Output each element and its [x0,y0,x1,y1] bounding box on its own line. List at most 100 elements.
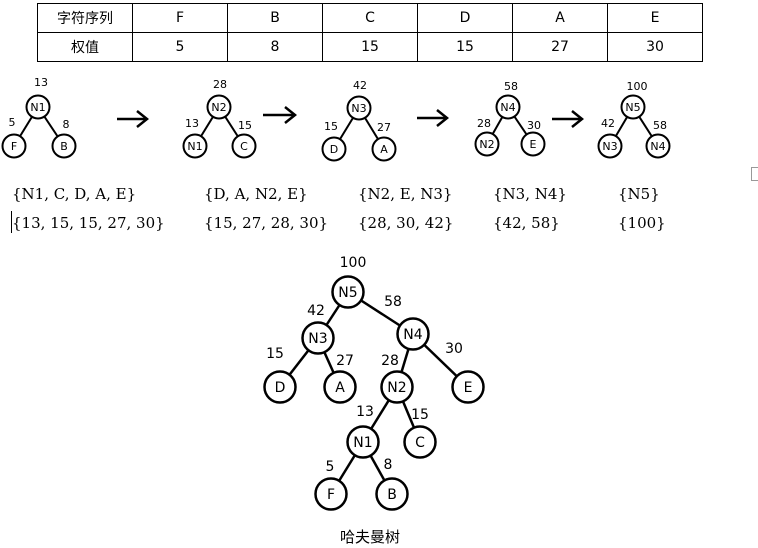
step-right-weight: 30 [527,119,541,132]
step-root-weight: 100 [627,80,648,93]
step-left-node-circle [1,133,27,159]
step-left-node-label: N1 [187,140,202,153]
weight-cell: 27 [512,32,608,62]
step-left-node-circle [321,136,347,162]
step-root-weight: 42 [353,79,367,92]
step-left-weight: 42 [601,117,615,130]
tree-node-A: A 27 [323,353,357,404]
weight-row: 权值 5 8 15 15 27 30 [37,32,703,62]
tree-node-N3: N3 42 [301,303,335,355]
node-sets: {N1, C, D, A, E} {13, 15, 15, 27, 30} {D… [12,185,666,232]
node-set-text: {N1, C, D, A, E} [12,185,136,203]
weight-set-text: {42, 58} [493,214,560,232]
node-weight: 100 [340,255,367,271]
step-right-node-circle [645,133,671,159]
step-right-node-circle [231,133,257,159]
node-label: A [335,380,345,396]
step-root-node-label: N1 [30,101,45,114]
arrow-icon [263,106,298,124]
char-row-header: 字符序列 [37,3,133,33]
step-right-node-circle [520,131,546,157]
arrow-icon [552,110,585,128]
weight-cell: 15 [322,32,418,62]
node-set-text: {D, A, N2, E} [204,185,308,203]
step-tree: N3D A 42 15 27 [321,79,397,162]
node-label: N2 [387,380,406,396]
weight-set-text: {100} [618,214,666,232]
step-root-node-label: N2 [211,101,226,114]
node-set-text: {N2, E, N3} [358,185,452,203]
char-row: 字符序列 F B C D A E [37,3,703,33]
step-right-node-label: N4 [650,140,665,153]
weight-cell: 5 [132,32,228,62]
node-label: E [464,380,473,396]
arrow-icon [417,109,450,127]
node-set-text: {N5} [618,185,660,203]
step-right-node-label: A [380,143,388,156]
step-left-weight: 13 [185,117,199,130]
step-root-node-circle [206,94,232,120]
step-left-node-circle [182,133,208,159]
node-label: N1 [353,435,372,451]
node-label: N5 [338,285,357,301]
step-root-node-circle [495,94,521,120]
node-label: C [415,435,425,451]
step-root-node-label: N3 [351,102,366,115]
node-label: F [327,487,335,503]
weight-cell: 8 [227,32,323,62]
step-right-node-label: E [530,138,537,151]
step-right-weight: 58 [653,119,667,132]
step-root-node-circle [25,94,51,120]
tree-node-F: F 5 [314,459,348,511]
tree-node-N1: N1 13 [346,404,380,459]
step-left-node-label: F [11,140,17,153]
node-weight: 42 [307,303,325,319]
node-weight: 27 [336,353,354,369]
step-right-node-label: B [60,140,68,153]
step-root-node-label: N5 [625,101,640,114]
step-right-weight: 27 [377,121,391,134]
weight-row-header: 权值 [37,32,133,62]
node-label: D [275,380,286,396]
step-root-weight: 28 [213,78,227,91]
step-root-node-label: N4 [500,101,515,114]
node-weight: 58 [384,294,402,310]
node-label: B [387,487,397,503]
step-left-weight: 5 [9,116,16,129]
tree-node-N2: N2 28 [380,353,414,404]
tree-node-N5: N5 100 [331,255,367,309]
text-cursor [11,211,12,233]
step-right-node-circle [51,133,77,159]
step-root-weight: 58 [504,80,518,93]
step-left-node-label: D [330,143,338,156]
weight-cell: 15 [417,32,513,62]
node-label: N3 [308,331,327,347]
step-left-node-circle [474,131,500,157]
weight-set-text: {28, 30, 42} [358,214,453,232]
tree-node-B: B 8 [375,457,409,511]
step-left-weight: 15 [324,120,338,133]
node-weight: 28 [381,353,399,369]
tree-caption: 哈夫曼树 [340,528,400,546]
step-tree: N1F B 13 5 8 [1,76,77,159]
weight-set-text: {15, 27, 28, 30} [204,214,328,232]
node-set-text: {N3, N4} [493,185,567,203]
step-root-node-circle [346,95,372,121]
step-right-weight: 15 [238,119,252,132]
node-weight: 8 [384,457,393,473]
step-left-node-circle [597,133,623,159]
arrow-icon [117,110,150,128]
char-cell: A [512,3,608,33]
step-left-weight: 28 [477,117,491,130]
weight-set-text: {13, 15, 15, 27, 30} [12,214,165,232]
step-root-weight: 13 [34,76,48,89]
char-cell: F [132,3,228,33]
step-right-weight: 8 [63,118,70,131]
step-right-node-label: C [240,140,248,153]
page-edge-marker [751,167,758,181]
node-weight: 15 [266,346,284,362]
